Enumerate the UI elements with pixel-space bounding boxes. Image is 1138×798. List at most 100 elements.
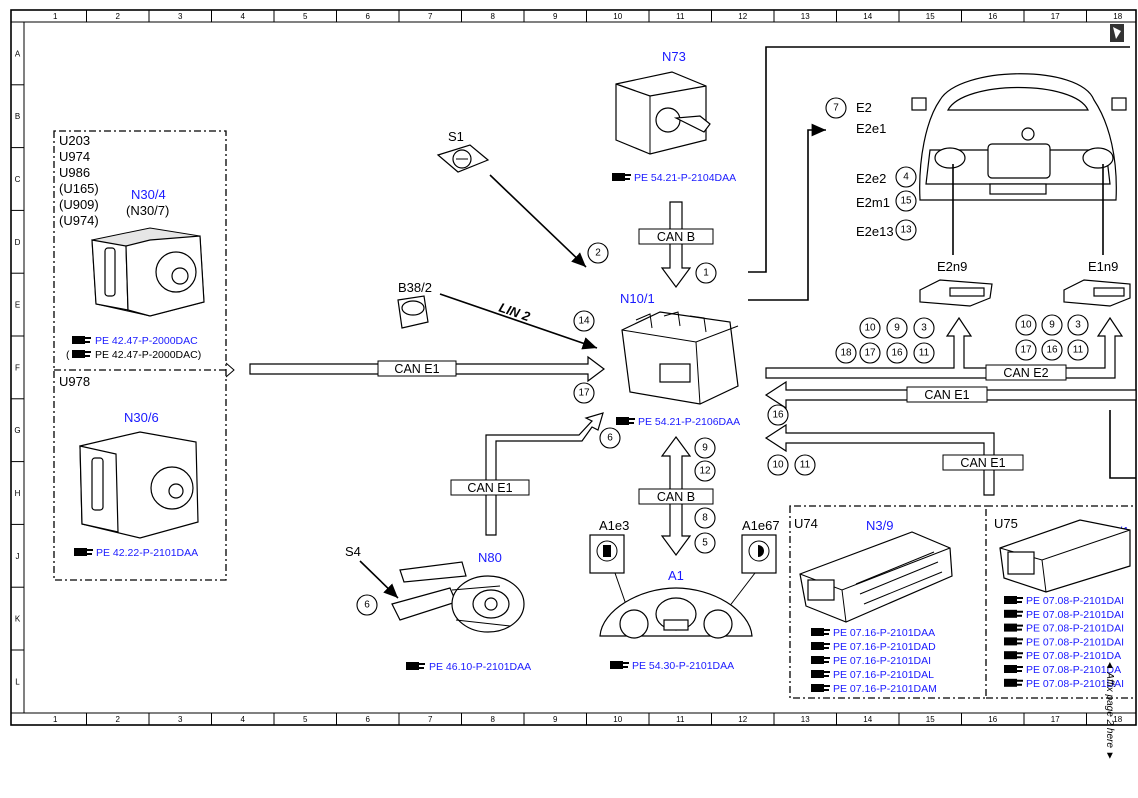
a1e3-indicator-icon	[589, 534, 625, 574]
svg-text:16: 16	[891, 348, 903, 359]
svg-text:PE 42.47-P-2000DAC): PE 42.47-P-2000DAC)	[95, 349, 201, 361]
svg-text:PE 46.10-P-2101DAA: PE 46.10-P-2101DAA	[429, 661, 531, 673]
svg-text:10: 10	[864, 323, 876, 334]
ref-item: PE 07.16-P-2101DAD	[833, 641, 936, 653]
grid-column-number: 7	[428, 12, 433, 21]
svg-text:PE 54.21-P-2106DAA: PE 54.21-P-2106DAA	[638, 416, 740, 428]
callout-11: 11	[913, 342, 935, 364]
variant-u165: (U165)	[59, 181, 99, 196]
abs-unit-n30-4-drawing	[91, 227, 205, 317]
grid-column-number: 5	[303, 715, 308, 724]
callout-9: 9	[886, 317, 908, 339]
callout-4: 4	[895, 166, 917, 188]
vehicle-front-view-drawing	[911, 73, 1127, 201]
svg-text:4: 4	[903, 172, 909, 183]
svg-text:3: 3	[1075, 320, 1081, 331]
svg-text:7: 7	[833, 103, 839, 114]
svg-text:2: 2	[595, 248, 601, 259]
engine-ecu-box-n3-9	[789, 505, 1136, 699]
e2n9-label: E2n9	[937, 259, 967, 274]
grid-row-letter: B	[15, 112, 20, 121]
svg-text:6: 6	[364, 600, 370, 611]
sam-module-n10-1-drawing	[621, 311, 739, 405]
grid-column-number: 12	[738, 12, 747, 21]
e2-label: E2	[856, 100, 872, 115]
callout-8: 8	[694, 507, 716, 529]
variant-u909: (U909)	[59, 197, 99, 212]
grid-column-number: 2	[116, 12, 121, 21]
n30-6-label: N30/6	[124, 410, 159, 425]
affix-note: ◄ Affix page 2 here ►	[1104, 660, 1115, 761]
callout-1: 1	[695, 262, 717, 284]
grid-row-letter: D	[15, 238, 21, 247]
callout-5: 5	[694, 532, 716, 554]
grid-column-number: 5	[303, 12, 308, 21]
grid-column-number: 18	[1113, 715, 1122, 724]
n10-1-label: N10/1	[620, 291, 655, 306]
svg-text:9: 9	[894, 323, 900, 334]
callout-11: 11	[1067, 339, 1089, 361]
right-edge-connector	[1109, 410, 1136, 479]
callout-7: 7	[825, 97, 847, 119]
can-b-top-bus: CAN B	[638, 201, 714, 289]
svg-text:9: 9	[702, 443, 708, 454]
a1-label: A1	[668, 568, 684, 583]
u978-label: U978	[59, 374, 90, 389]
grid-column-number: 8	[491, 12, 496, 21]
grid-column-number: 15	[926, 715, 935, 724]
callout-15: 15	[895, 190, 917, 212]
svg-text:CAN E1: CAN E1	[467, 481, 512, 495]
n3-9-label: N3/9	[866, 518, 893, 533]
e2e13-label: E2e13	[856, 224, 894, 239]
grid-row-letter: G	[14, 426, 20, 435]
callout-9: 9	[694, 437, 716, 459]
ref-n80: PE 46.10-P-2101DAA	[406, 661, 531, 673]
svg-text:PE 42.22-P-2101DAA: PE 42.22-P-2101DAA	[96, 547, 198, 559]
callout-6: 6	[599, 427, 621, 449]
steering-column-module-n80-drawing	[391, 561, 525, 633]
can-e1-left-bus: CAN E1	[249, 355, 605, 383]
ref-n30-6: PE 42.22-P-2101DAA	[74, 547, 198, 559]
grid-column-number: 1	[53, 12, 58, 21]
rain-light-sensor-b38-2-drawing	[397, 295, 429, 329]
grid-column-number: 14	[863, 12, 872, 21]
headlamp-module-e2n9-drawing	[919, 279, 993, 307]
callout-10: 10	[859, 317, 881, 339]
svg-text:9: 9	[1049, 320, 1055, 331]
s4-label: S4	[345, 544, 361, 559]
variant-u974b: (U974)	[59, 213, 99, 228]
callout-3: 3	[1067, 314, 1089, 336]
svg-text:5: 5	[702, 538, 708, 549]
grid-column-number: 2	[116, 715, 121, 724]
svg-text:CAN E1: CAN E1	[960, 456, 1005, 470]
callout-18: 18	[835, 342, 857, 364]
engine-ecu-n3-9-drawing	[799, 531, 953, 623]
engine-ecu-n3-1-drawing	[999, 519, 1131, 593]
grid-column-number: 16	[988, 12, 997, 21]
grid-column-number: 6	[366, 715, 371, 724]
headlamp-module-e1n9-drawing	[1063, 279, 1131, 307]
callout-17: 17	[573, 382, 595, 404]
e2e1-label: E2e1	[856, 121, 886, 136]
can-e2-bus: CAN E2	[765, 316, 1124, 381]
grid-column-number: 10	[613, 12, 622, 21]
svg-text:10: 10	[772, 460, 784, 471]
grid-column-number: 7	[428, 715, 433, 724]
grid-column-number: 11	[676, 12, 685, 21]
callout-12: 12	[694, 460, 716, 482]
grid-column-number: 11	[676, 715, 685, 724]
variant-u986: U986	[59, 165, 90, 180]
svg-text:CAN B: CAN B	[657, 230, 695, 244]
grid-column-number: 9	[553, 715, 558, 724]
ref-item: PE 07.16-P-2101DAL	[833, 669, 934, 681]
s1-signal-arrow	[489, 174, 587, 268]
can-e1-right-top-bus: CAN E1	[764, 380, 1137, 410]
e2e2-label: E2e2	[856, 171, 886, 186]
grid-column-number: 10	[613, 715, 622, 724]
callout-10: 10	[1015, 314, 1037, 336]
b38-2-label: B38/2	[398, 280, 432, 295]
can-e1-right-lower-bus: CAN E1	[764, 423, 1024, 496]
